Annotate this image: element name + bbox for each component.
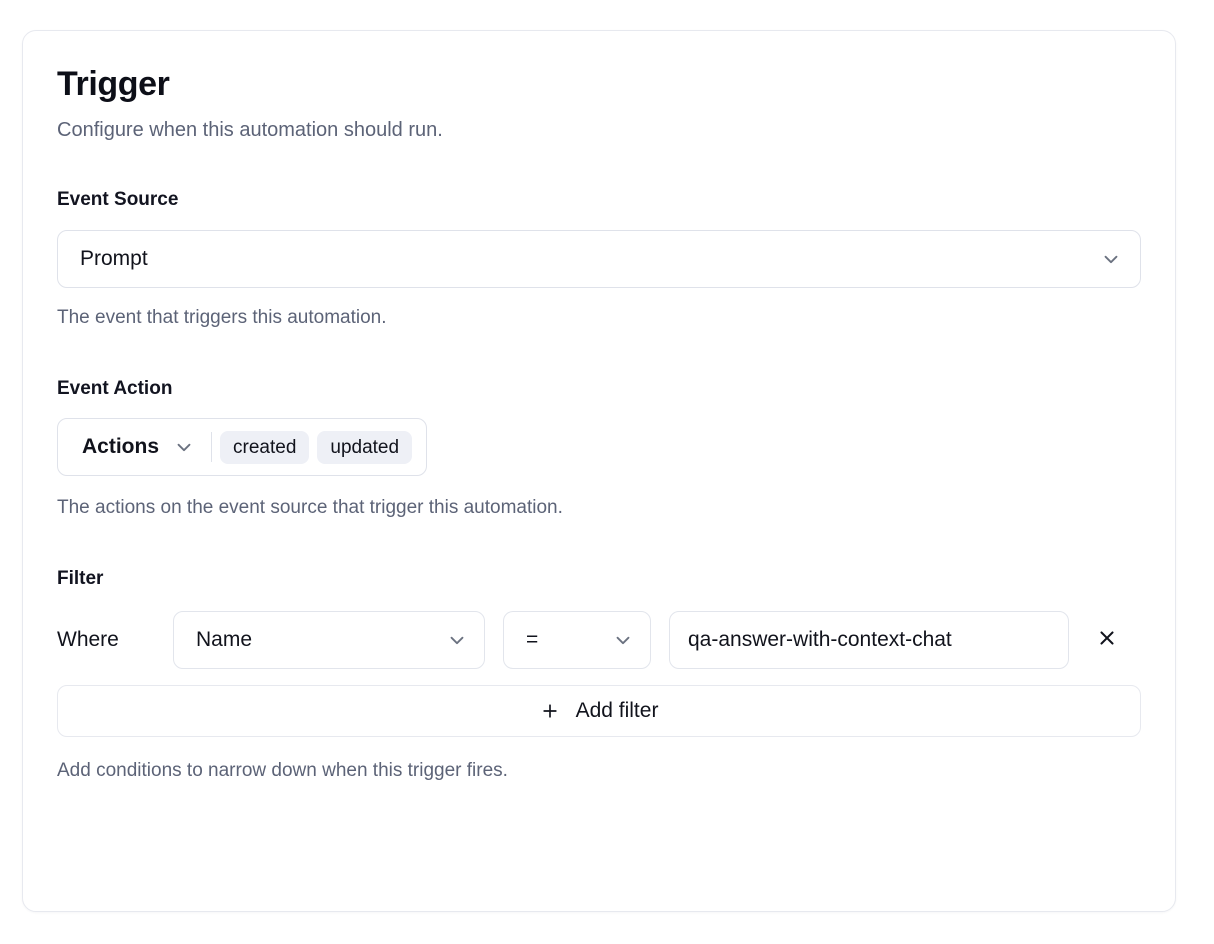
page-subtitle: Configure when this automation should ru… bbox=[57, 119, 443, 142]
event-action-select[interactable]: Actions bbox=[58, 419, 209, 475]
event-action-label: Event Action bbox=[57, 377, 173, 399]
filter-field-value: Name bbox=[196, 627, 253, 651]
chevron-down-icon bbox=[1100, 248, 1122, 270]
add-filter-button[interactable]: Add filter bbox=[57, 684, 1141, 737]
filter-operator-select[interactable]: = bbox=[503, 610, 651, 669]
event-action-trigger-label: Actions bbox=[82, 435, 160, 459]
event-source-selected-value: Prompt bbox=[80, 246, 148, 270]
event-action-helper: The actions on the event source that tri… bbox=[57, 497, 563, 519]
combo-divider bbox=[211, 432, 213, 463]
event-action-chip[interactable]: updated bbox=[317, 430, 413, 464]
plus-icon bbox=[540, 701, 560, 721]
close-icon bbox=[1096, 627, 1118, 652]
event-action-group: Event Action Actions created updated The… bbox=[57, 378, 1141, 521]
event-source-label: Event Source bbox=[57, 189, 179, 211]
remove-filter-button[interactable] bbox=[1087, 620, 1127, 660]
filter-value-input[interactable]: qa-answer-with-context-chat bbox=[669, 610, 1069, 669]
chevron-down-icon bbox=[446, 629, 468, 651]
filter-row: Where Name = qa-answer-with-context-chat bbox=[57, 610, 1141, 669]
event-action-chip[interactable]: created bbox=[220, 430, 310, 464]
add-filter-label: Add filter bbox=[575, 698, 659, 722]
event-action-chip-list: created updated bbox=[220, 430, 413, 464]
where-label: Where bbox=[57, 627, 119, 651]
chevron-down-icon bbox=[612, 629, 634, 651]
filter-field-select[interactable]: Name bbox=[173, 610, 485, 669]
event-source-group: Event Source Prompt The event that trigg… bbox=[57, 189, 1141, 330]
chevron-down-icon bbox=[173, 436, 195, 458]
filter-operator-value: = bbox=[526, 627, 539, 651]
filter-helper: Add conditions to narrow down when this … bbox=[57, 759, 508, 781]
event-source-helper: The event that triggers this automation. bbox=[57, 306, 387, 328]
event-source-select[interactable]: Prompt bbox=[57, 229, 1141, 288]
trigger-card: Trigger Configure when this automation s… bbox=[22, 30, 1176, 912]
filter-group: Filter Where Name = qa-answer-with-conte… bbox=[57, 568, 1141, 783]
filter-label: Filter bbox=[57, 568, 104, 590]
event-action-combo: Actions created updated bbox=[57, 418, 428, 477]
page-title: Trigger bbox=[57, 65, 170, 103]
